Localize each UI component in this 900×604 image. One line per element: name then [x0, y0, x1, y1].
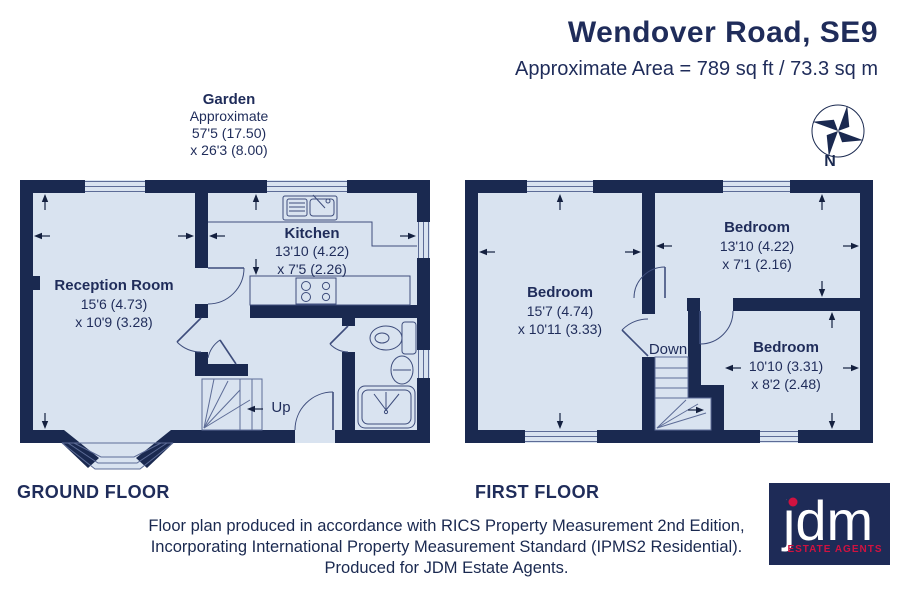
room-dim: x 7'5 (2.26) — [277, 261, 347, 277]
room-dim: x 8'2 (2.48) — [751, 376, 821, 392]
staircase-down — [654, 356, 712, 431]
garden-note: Garden Approximate 57'5 (17.50) x 26'3 (… — [150, 91, 308, 159]
bay-wall-stub — [136, 430, 187, 468]
floorplans: Reception Room 15'6 (4.73) x 10'9 (3.28)… — [20, 180, 873, 470]
first-interior-walls — [642, 193, 860, 443]
first-floor-label: FIRST FLOOR — [475, 482, 600, 502]
disclaimer: Floor plan produced in accordance with R… — [0, 516, 893, 579]
disclaimer-line: Floor plan produced in accordance with R… — [148, 517, 745, 535]
disclaimer-line: Incorporating International Property Mea… — [150, 538, 743, 556]
room-label-reception: Reception Room — [54, 277, 173, 294]
room-label-bedroom-bottom-right: Bedroom — [753, 339, 819, 356]
first-windows — [525, 180, 798, 443]
disclaimer-line: Produced for JDM Estate Agents. — [324, 559, 569, 577]
compass-north-label: N — [824, 153, 836, 170]
jdm-red-dot-icon — [788, 497, 798, 507]
room-dim: 15'6 (4.73) — [81, 296, 148, 312]
bathtub-icon — [357, 385, 416, 429]
room-label-bedroom-left: Bedroom — [527, 284, 593, 301]
hob-icon — [295, 277, 337, 305]
garden-line: x 26'3 (8.00) — [190, 142, 268, 158]
first-doors — [621, 266, 734, 357]
toilet-icon — [369, 321, 417, 355]
jdm-logo: jdm ESTATE AGENTS — [769, 483, 890, 565]
room-dim: 13'10 (4.22) — [720, 238, 794, 254]
room-dim: x 10'11 (3.33) — [518, 321, 602, 337]
ground-doors — [176, 267, 349, 431]
bay-window-glass — [61, 442, 174, 470]
ground-windows — [85, 180, 430, 378]
room-label-bedroom-top-right: Bedroom — [724, 219, 790, 236]
bay-wall-stub — [48, 430, 99, 468]
approximate-area: Approximate Area = 789 sq ft / 73.3 sq m — [515, 58, 878, 80]
kitchen-counter — [208, 221, 417, 306]
basin-icon — [390, 355, 414, 385]
kitchen-sink-icon — [282, 194, 338, 221]
ground-floor-label: GROUND FLOOR — [17, 482, 170, 502]
room-dim: 13'10 (4.22) — [275, 243, 349, 259]
garden-line: 57'5 (17.50) — [191, 125, 267, 141]
room-dim: x 7'1 (2.16) — [722, 256, 792, 272]
jdm-tagline: ESTATE AGENTS — [787, 544, 882, 555]
ground-floor-plan: Reception Room 15'6 (4.73) x 10'9 (3.28)… — [20, 180, 430, 470]
ground-interior-walls — [195, 193, 417, 430]
compass-rose-icon: N — [811, 104, 865, 170]
staircase-up — [201, 378, 263, 431]
room-dim: 10'10 (3.31) — [749, 358, 823, 374]
compass-star-icon — [812, 105, 864, 157]
garden-line: Approximate — [189, 108, 269, 124]
first-floor-plan: Bedroom 15'7 (4.74) x 10'11 (3.33) Bedro… — [465, 180, 873, 443]
page-title: Wendover Road, SE9 — [567, 16, 878, 49]
garden-title: Garden — [202, 91, 256, 108]
room-dim: x 10'9 (3.28) — [75, 314, 152, 330]
room-label-kitchen: Kitchen — [284, 225, 339, 242]
stairs-up-label: Up — [271, 399, 290, 416]
stairs-down-label: Down — [649, 341, 687, 358]
room-dim: 15'7 (4.74) — [527, 303, 594, 319]
